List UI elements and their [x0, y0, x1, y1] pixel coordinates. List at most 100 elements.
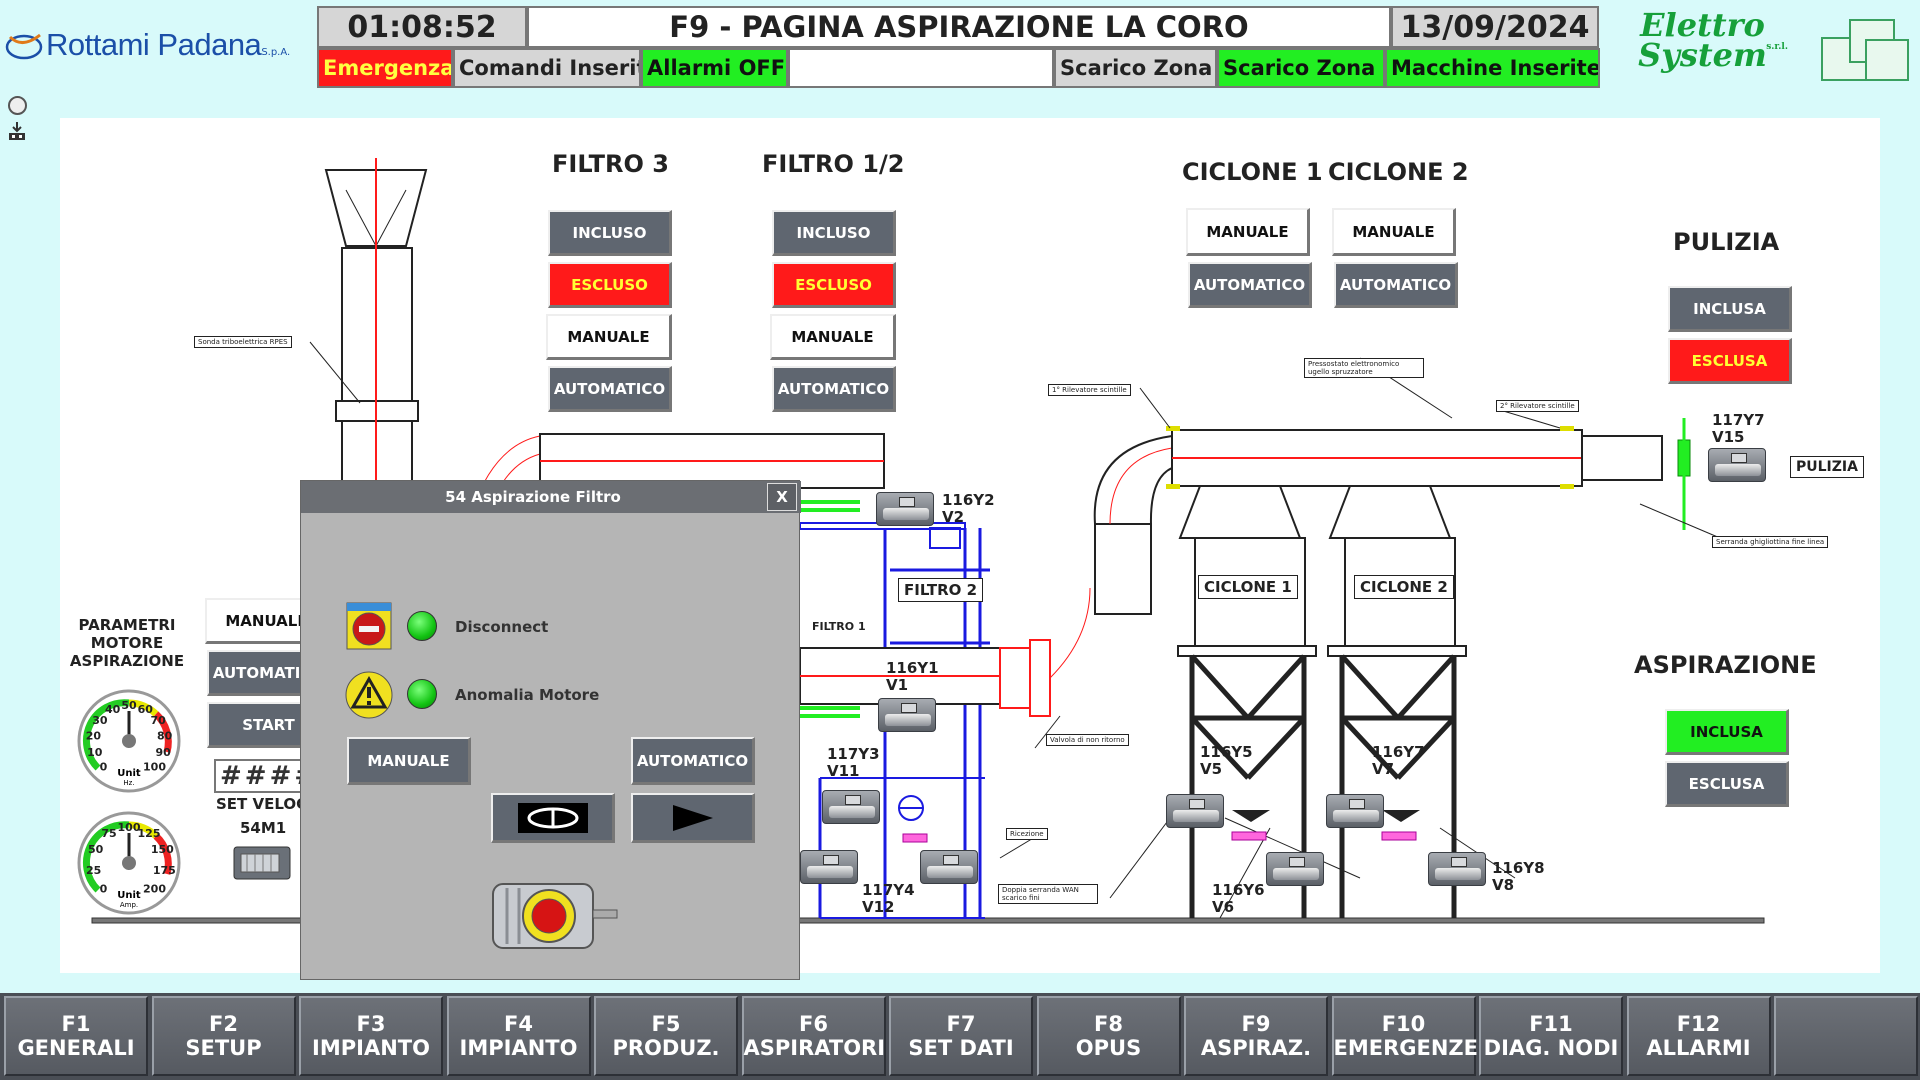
disconnect-switch-icon [346, 602, 392, 650]
status-comandi-inseriti[interactable]: Comandi Inseriti [453, 48, 641, 88]
ciclone1-manuale-button[interactable]: MANUALE [1186, 208, 1310, 256]
filtro12-manuale-button[interactable]: MANUALE [770, 314, 896, 360]
fkey-code: F12 [1676, 1012, 1721, 1036]
gauge-tick-label: 50 [88, 843, 104, 856]
windows-icon[interactable] [1820, 18, 1910, 82]
valve-v7[interactable] [1326, 794, 1384, 828]
filtro12-title: FILTRO 1/2 [762, 150, 905, 178]
gauge-tick-label: 25 [86, 864, 101, 877]
clock: 01:08:52 [317, 6, 527, 48]
valve-v11[interactable] [822, 790, 880, 824]
motor-status-icon[interactable] [487, 876, 623, 954]
valve-filter-bottom[interactable] [800, 850, 858, 884]
gauge-tick-label: 175 [153, 864, 176, 877]
status-macchine-inserite[interactable]: Macchine Inserite [1385, 48, 1600, 88]
frequency-gauge-unit: Unit [117, 768, 141, 779]
disconnect-label: Disconnect [455, 618, 549, 636]
valve-v15[interactable] [1708, 448, 1766, 482]
popup-manuale-button[interactable]: MANUALE [347, 737, 471, 785]
valve-v2[interactable] [876, 492, 934, 526]
gauge-tick-label: 75 [101, 827, 116, 840]
gauge-tick-label: 60 [138, 703, 154, 716]
valve-v6[interactable] [1266, 852, 1324, 886]
status-emergenza[interactable]: Emergenza [317, 48, 453, 88]
fkey-label: OPUS [1075, 1036, 1142, 1060]
fkey-label: IMPIANTO [459, 1036, 578, 1060]
gauge-tick-label: 0 [100, 883, 108, 896]
status-scarico-zona-2[interactable]: Scarico Zona 2 [1217, 48, 1385, 88]
page-title: F9 - PAGINA ASPIRAZIONE LA CORO [527, 6, 1391, 48]
status-scarico-zona-1[interactable]: Scarico Zona 1 [1054, 48, 1217, 88]
download-icon[interactable] [8, 121, 26, 141]
pulizia-title: PULIZIA [1673, 228, 1780, 256]
filtro3-escluso-button[interactable]: ESCLUSO [548, 262, 672, 308]
gauge-tick-label: 125 [138, 827, 161, 840]
serranda-ghigliottina-label: Serranda ghigliottina fine linea [1712, 536, 1829, 548]
motor-id-label: 54M1 [240, 819, 287, 837]
gauge-tick-label: 40 [105, 703, 121, 716]
filtro1-label: FILTRO 1 [812, 620, 866, 633]
gauge-tick-label: 10 [87, 746, 103, 759]
filtro12-escluso-button[interactable]: ESCLUSO [772, 262, 896, 308]
logo-line1: Elettro [1640, 6, 1765, 44]
gauge-tick-label: 100 [143, 761, 166, 774]
ciclone2-manuale-button[interactable]: MANUALE [1332, 208, 1456, 256]
popup-start-button[interactable] [631, 793, 755, 843]
gauge-tick-label: 200 [143, 883, 166, 896]
anomalia-led [407, 679, 437, 709]
fkey-code: F9 [1241, 1012, 1271, 1036]
filtro3-automatico-button[interactable]: AUTOMATICO [548, 366, 672, 412]
fkey-code: F6 [799, 1012, 828, 1036]
filtro12-automatico-button[interactable]: AUTOMATICO [772, 366, 896, 412]
warning-icon [345, 671, 393, 719]
popup-automatico-button[interactable]: AUTOMATICO [631, 737, 755, 785]
swoosh-icon [5, 33, 43, 60]
filtro3-incluso-button[interactable]: INCLUSO [548, 210, 672, 256]
aspirazione-esclusa-button[interactable]: ESCLUSA [1665, 761, 1789, 807]
fkey-code: F2 [209, 1012, 238, 1036]
aspirazione-inclusa-button[interactable]: INCLUSA [1665, 709, 1789, 755]
fkey-label: EMERGENZE [1333, 1036, 1479, 1060]
popup-close-button[interactable]: X [767, 483, 797, 511]
frequency-gauge-sub: Hz. [123, 779, 134, 787]
filtro12-incluso-button[interactable]: INCLUSO [772, 210, 896, 256]
circle-icon[interactable] [8, 96, 27, 115]
company-name: Rottami Padana [46, 27, 262, 62]
status-allarmi-off[interactable]: Allarmi OFF [641, 48, 788, 88]
pulizia-inclusa-button[interactable]: INCLUSA [1668, 286, 1792, 332]
motor-icon[interactable] [233, 846, 291, 880]
popup-on-off-button[interactable] [491, 793, 615, 843]
gauge-tick-label: 30 [92, 714, 108, 727]
pulizia-esclusa-button[interactable]: ESCLUSA [1668, 338, 1792, 384]
filtro3-manuale-button[interactable]: MANUALE [546, 314, 672, 360]
play-icon [672, 804, 713, 831]
valve-v8[interactable] [1428, 852, 1486, 886]
valve-v5[interactable] [1166, 794, 1224, 828]
set-velocita-input[interactable]: ##### [214, 759, 314, 793]
ciclone2-automatico-button[interactable]: AUTOMATICO [1334, 262, 1458, 308]
fkey-label: IMPIANTO [312, 1036, 430, 1060]
logo-suffix: s.r.l. [1766, 42, 1788, 52]
popup-title[interactable]: 54 Aspirazione Filtro [301, 481, 801, 513]
current-gauge-unit: Unit [117, 890, 141, 901]
fkey-blank[interactable] [1774, 996, 1918, 1076]
valve-v1[interactable] [878, 698, 936, 732]
status-blank [788, 48, 1054, 88]
filtro2-label: FILTRO 2 [898, 578, 984, 602]
ciclone1-automatico-button[interactable]: AUTOMATICO [1188, 262, 1312, 308]
valve-v12[interactable] [920, 850, 978, 884]
